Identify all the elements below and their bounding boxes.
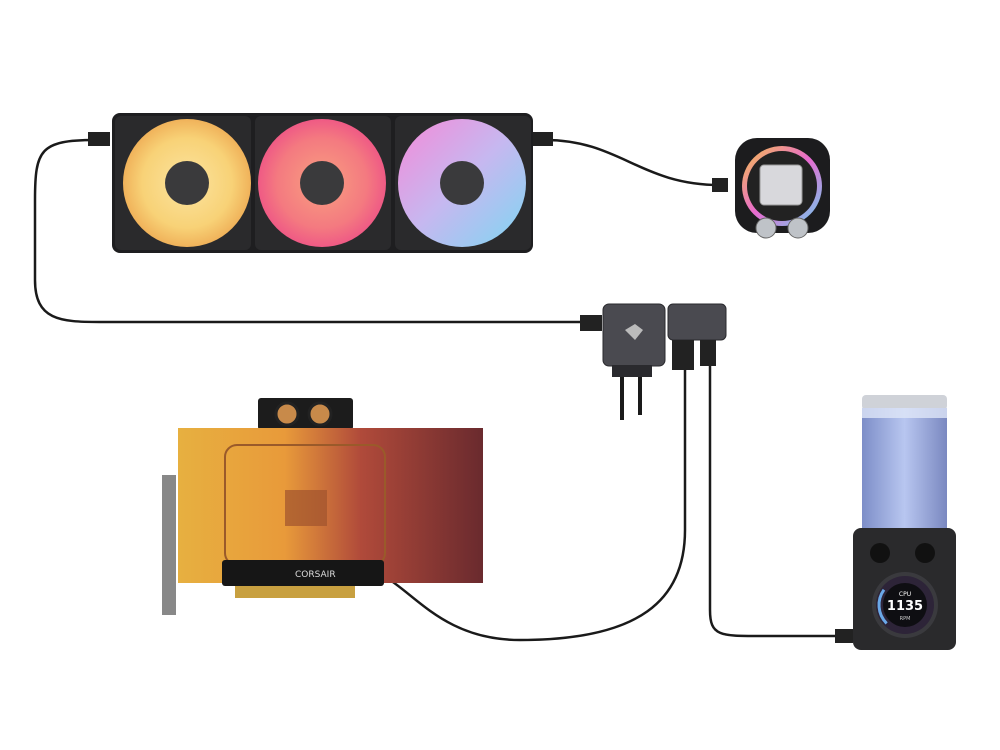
corsair-logo-icon bbox=[625, 324, 643, 340]
coolant-reservoir bbox=[862, 408, 947, 528]
gpu-water-block: CORSAIR bbox=[162, 398, 483, 615]
rgb-hub bbox=[580, 303, 727, 377]
cable-fan-to-cpu-block bbox=[544, 138, 721, 187]
pump-reservoir: CPU 1135 RPM bbox=[835, 395, 956, 650]
gauge-arc bbox=[877, 588, 888, 625]
display-value: 1135 bbox=[887, 599, 923, 614]
fan-2 bbox=[255, 116, 391, 250]
fan-1 bbox=[115, 116, 251, 250]
display-unit: RPM bbox=[900, 616, 911, 622]
cables bbox=[33, 138, 835, 642]
display-label: CPU bbox=[899, 591, 911, 598]
cable-hub-to-gpu bbox=[389, 370, 687, 642]
fan-hub bbox=[300, 161, 344, 205]
fan-connector-right bbox=[533, 132, 553, 146]
gpu-io-bracket bbox=[162, 475, 176, 615]
gpu-brand-label: CORSAIR bbox=[295, 570, 336, 580]
cable-fan-to-hub bbox=[33, 138, 580, 324]
fan-3 bbox=[395, 116, 531, 250]
fan-hub bbox=[165, 161, 209, 205]
cable-hub-to-pump bbox=[708, 365, 835, 638]
cpu-water-block bbox=[712, 138, 830, 239]
fan-connector-left bbox=[88, 132, 110, 146]
fan-array bbox=[112, 113, 533, 253]
fan-hub bbox=[440, 161, 484, 205]
pump-display: CPU 1135 RPM bbox=[872, 572, 938, 638]
